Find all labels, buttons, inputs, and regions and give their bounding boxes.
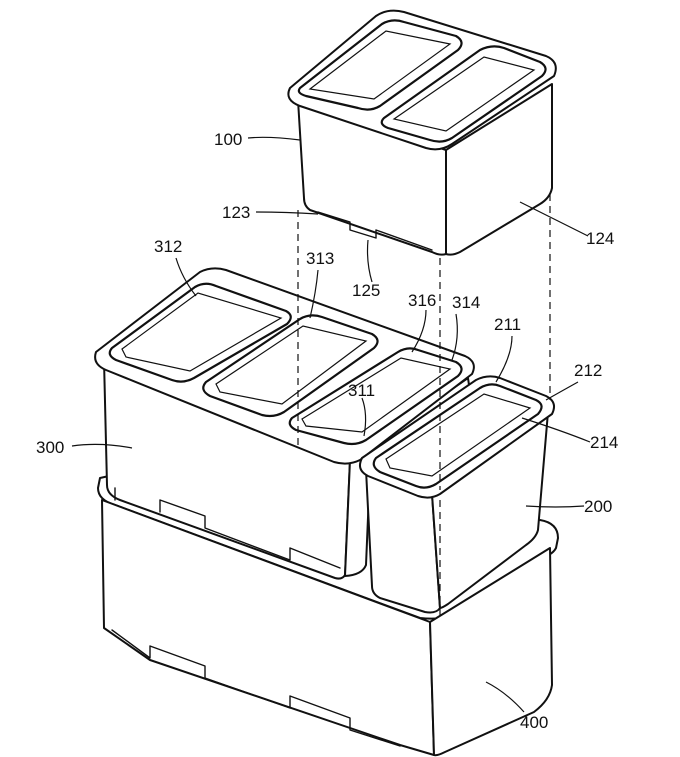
container-100 xyxy=(287,9,557,256)
reference-labels: 100 123 124 125 312 313 316 314 211 212 … xyxy=(36,130,618,732)
container-100-compartment-right-inner xyxy=(392,56,536,132)
container-300 xyxy=(94,267,475,580)
label-124: 124 xyxy=(586,229,614,248)
container-100-foot xyxy=(317,211,433,251)
label-214: 214 xyxy=(590,433,618,452)
container-200-side-face xyxy=(431,411,549,609)
container-100-compartment-left-inner xyxy=(308,30,452,100)
container-300-compartment-316 xyxy=(288,347,463,446)
container-300-compartment-313-inner xyxy=(215,325,368,405)
label-211: 211 xyxy=(494,315,521,334)
label-300: 300 xyxy=(36,438,64,457)
container-300-foot xyxy=(114,487,341,569)
label-313: 313 xyxy=(306,249,334,268)
label-312: 312 xyxy=(154,237,182,256)
label-400: 400 xyxy=(520,713,548,732)
label-316: 316 xyxy=(408,291,436,310)
alignment-lines xyxy=(297,194,551,620)
container-400-corner-line xyxy=(429,621,435,756)
container-100-side-face xyxy=(445,83,553,256)
label-100: 100 xyxy=(214,130,242,149)
label-314: 314 xyxy=(452,293,480,312)
container-300-compartment-312-inner xyxy=(121,292,283,372)
container-100-compartment-left xyxy=(297,19,463,111)
container-100-compartment-right xyxy=(380,45,547,143)
label-212: 212 xyxy=(574,361,602,380)
container-400-foot xyxy=(111,629,401,747)
container-200-lid xyxy=(372,383,543,489)
label-200: 200 xyxy=(584,497,612,516)
leader-lines xyxy=(71,136,591,713)
label-311: 311 xyxy=(348,381,375,400)
label-123: 123 xyxy=(222,203,250,222)
container-300-compartment-312 xyxy=(108,282,292,383)
container-300-compartment-313 xyxy=(202,314,379,418)
container-200-lid-inner xyxy=(385,393,532,477)
container-300-compartment-316-inner xyxy=(301,357,452,433)
container-200-front-face xyxy=(365,469,441,614)
container-200 xyxy=(359,375,555,614)
container-400-side-face xyxy=(429,547,553,757)
label-125: 125 xyxy=(352,281,380,300)
